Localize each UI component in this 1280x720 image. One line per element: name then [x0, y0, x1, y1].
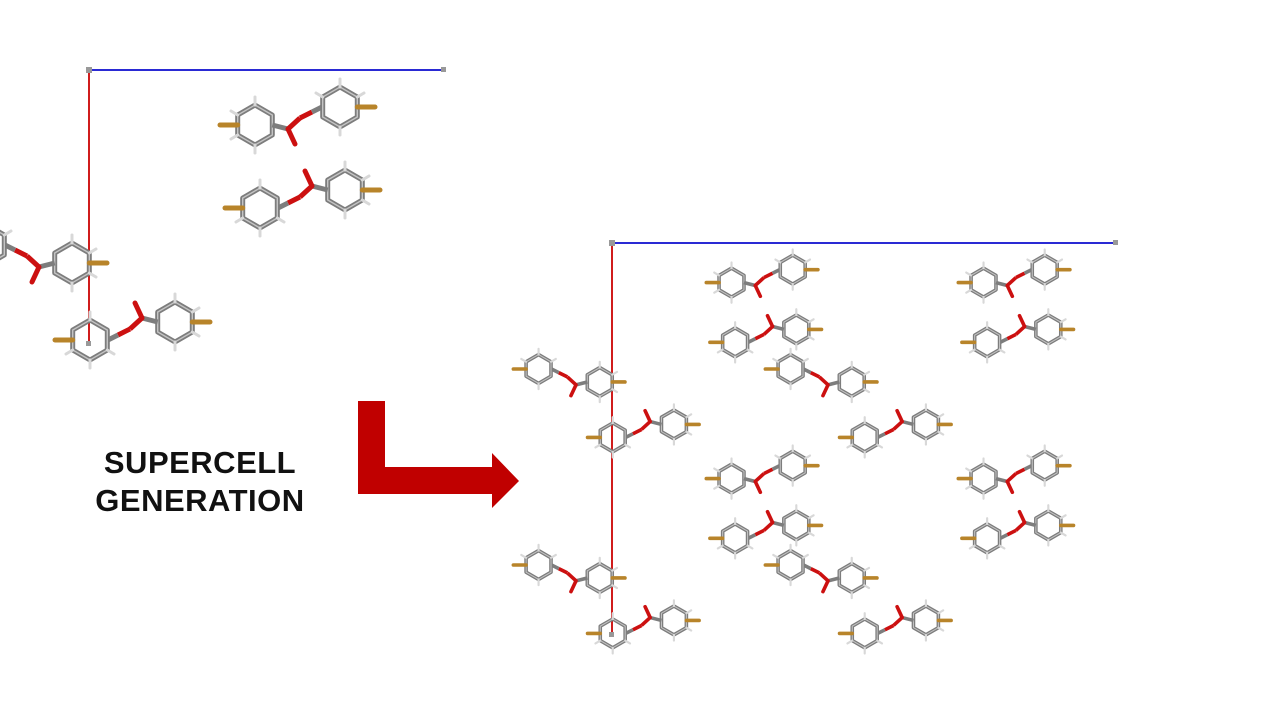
- supercell-origin: [609, 240, 615, 246]
- molecule: [0, 217, 107, 291]
- molecule: [763, 347, 879, 404]
- molecule: [585, 402, 701, 460]
- supercell: [511, 240, 1118, 656]
- molecule: [960, 503, 1076, 561]
- unit-cell-a-end: [86, 341, 91, 346]
- supercell-a-end: [609, 632, 614, 637]
- molecule: [220, 79, 375, 153]
- unit-cell-origin: [86, 67, 92, 73]
- molecule: [55, 294, 210, 368]
- unit-cell: [0, 67, 446, 368]
- molecule: [708, 503, 824, 561]
- supercell-block: [763, 247, 1076, 460]
- molecule: [763, 543, 879, 600]
- molecule: [708, 307, 824, 365]
- molecule: [837, 598, 953, 656]
- molecule: [511, 347, 627, 404]
- transform-arrow: [358, 401, 519, 508]
- caption-line-1: SUPERCELL: [103, 445, 297, 480]
- molecule: [511, 543, 627, 600]
- molecule: [225, 162, 380, 236]
- molecule: [837, 402, 953, 460]
- supercell-block: [511, 443, 824, 656]
- molecule: [956, 247, 1072, 305]
- molecule: [704, 443, 820, 501]
- molecule: [704, 247, 820, 305]
- supercell-b-end: [1113, 240, 1118, 245]
- unit-cell-b-end: [441, 67, 446, 72]
- supercell-block: [511, 247, 824, 460]
- caption-line-2: GENERATION: [95, 483, 305, 518]
- molecule: [960, 307, 1076, 365]
- supercell-block: [763, 443, 1076, 656]
- molecule: [956, 443, 1072, 501]
- supercell-generation-label: SUPERCELL GENERATION: [60, 444, 340, 520]
- molecule: [585, 598, 701, 656]
